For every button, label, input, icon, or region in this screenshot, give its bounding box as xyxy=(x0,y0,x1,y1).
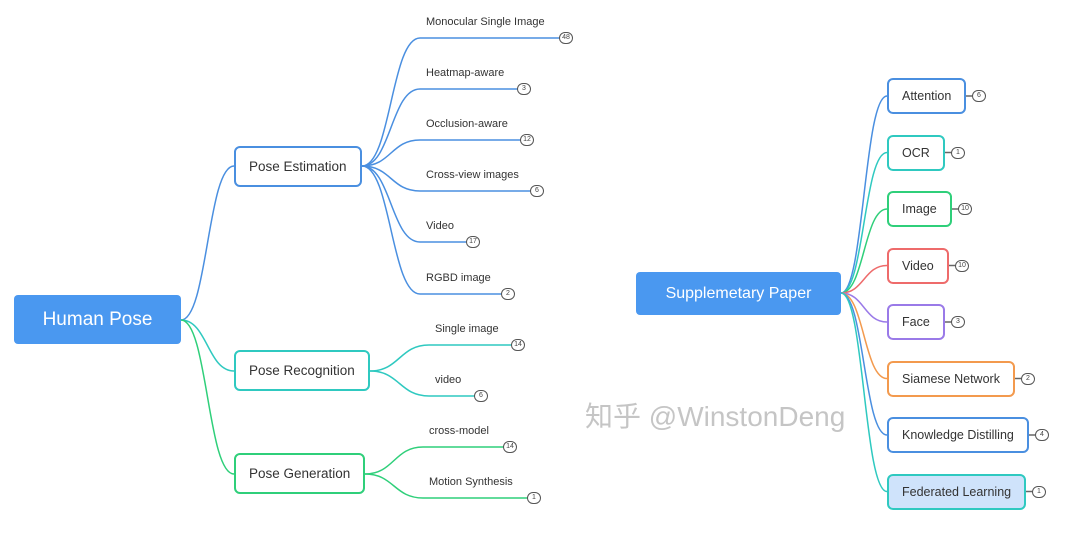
count-badge: 2 xyxy=(1021,372,1035,385)
topic-node[interactable]: Knowledge Distilling xyxy=(887,417,1029,453)
count-badge: 1 xyxy=(951,146,965,159)
count-badge: 1 xyxy=(527,492,541,504)
connector-line xyxy=(361,88,518,167)
leaf-label[interactable]: Monocular Single Image xyxy=(426,16,545,28)
connector-line xyxy=(361,37,560,167)
watermark: 知乎 @WinstonDeng xyxy=(585,401,846,432)
topic-node[interactable]: Siamese Network xyxy=(887,360,1015,397)
connector-line xyxy=(364,446,504,475)
count-badge: 10 xyxy=(958,203,972,215)
connector-line xyxy=(840,95,888,294)
topic-node[interactable]: OCR xyxy=(887,134,945,171)
connector-line xyxy=(369,344,512,372)
connector-line xyxy=(364,473,528,499)
root-node-human-pose[interactable]: Human Pose xyxy=(14,295,181,344)
leaf-label[interactable]: Occlusion-aware xyxy=(426,118,508,130)
connector-line xyxy=(180,165,235,321)
leaf-label[interactable]: cross-model xyxy=(429,425,489,437)
count-badge: 10 xyxy=(955,259,969,272)
count-badge: 14 xyxy=(511,339,525,351)
count-badge: 17 xyxy=(466,236,480,248)
connector-line xyxy=(361,165,531,192)
connector-line xyxy=(361,165,467,243)
leaf-label[interactable]: video xyxy=(435,374,462,386)
connector-line xyxy=(840,292,888,493)
leaf-label[interactable]: Video xyxy=(426,220,454,232)
branch-node[interactable]: Pose Generation xyxy=(234,453,366,494)
leaf-label[interactable]: Heatmap-aware xyxy=(426,67,505,79)
root-node-supplementary-paper[interactable]: Supplemetary Paper xyxy=(636,272,841,315)
count-badge: 4 xyxy=(1035,429,1049,441)
topic-node[interactable]: Federated Learning xyxy=(887,473,1027,510)
count-badge: 6 xyxy=(474,390,488,402)
topic-node[interactable]: Attention xyxy=(887,78,967,114)
count-badge: 1 xyxy=(1032,485,1046,498)
leaf-label[interactable]: Single image xyxy=(435,323,499,335)
connector-line xyxy=(840,292,888,436)
count-badge: 3 xyxy=(951,316,965,328)
connector-line xyxy=(840,292,888,380)
topic-node[interactable]: Face xyxy=(887,304,945,340)
leaf-label[interactable]: RGBD image xyxy=(426,272,491,284)
count-badge: 3 xyxy=(517,83,531,95)
count-badge: 12 xyxy=(520,134,534,146)
count-badge: 14 xyxy=(503,441,517,453)
count-badge: 6 xyxy=(972,90,986,102)
connector-line xyxy=(840,208,888,294)
connector-line xyxy=(361,165,502,295)
topic-node[interactable]: Image xyxy=(887,191,952,227)
count-badge: 2 xyxy=(501,288,515,300)
count-badge: 48 xyxy=(559,32,573,44)
count-badge: 6 xyxy=(530,185,544,197)
connector-line xyxy=(369,370,475,397)
connector-line xyxy=(840,292,888,323)
branch-node[interactable]: Pose Recognition xyxy=(234,350,370,391)
connector-line xyxy=(361,139,521,167)
branch-node[interactable]: Pose Estimation xyxy=(234,146,362,187)
connector-line xyxy=(840,151,888,294)
leaf-label[interactable]: Cross-view images xyxy=(426,169,519,181)
connector-line xyxy=(180,319,235,372)
connector-line xyxy=(180,319,235,475)
leaf-label[interactable]: Motion Synthesis xyxy=(429,476,513,488)
connector-line xyxy=(840,264,888,294)
topic-node[interactable]: Video xyxy=(887,247,949,284)
